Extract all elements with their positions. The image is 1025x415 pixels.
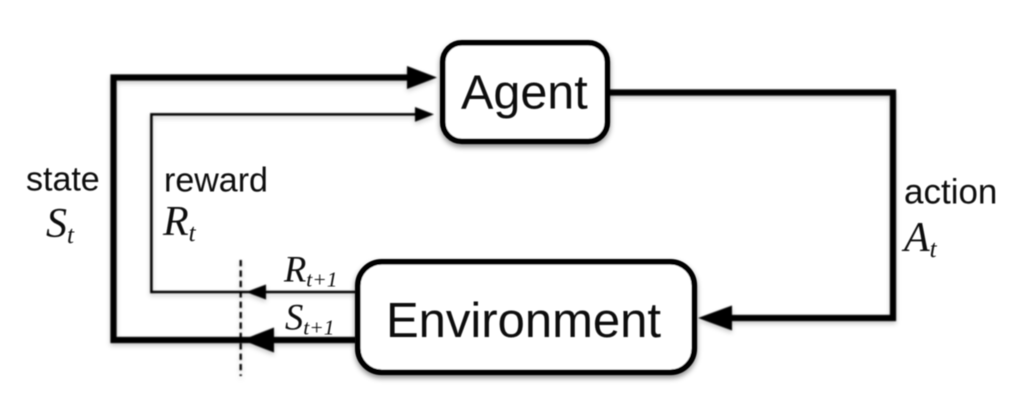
svg-text:action: action: [904, 173, 997, 212]
svg-text:At: At: [901, 215, 938, 263]
svg-text:St+1: St+1: [285, 297, 335, 340]
svg-text:state: state: [26, 161, 100, 199]
svg-text:Agent: Agent: [461, 65, 588, 119]
svg-text:St: St: [46, 201, 75, 249]
svg-text:Rt+1: Rt+1: [283, 249, 338, 292]
svg-text:Environment: Environment: [386, 294, 661, 348]
svg-text:reward: reward: [164, 162, 268, 200]
svg-text:Rt: Rt: [162, 199, 197, 247]
